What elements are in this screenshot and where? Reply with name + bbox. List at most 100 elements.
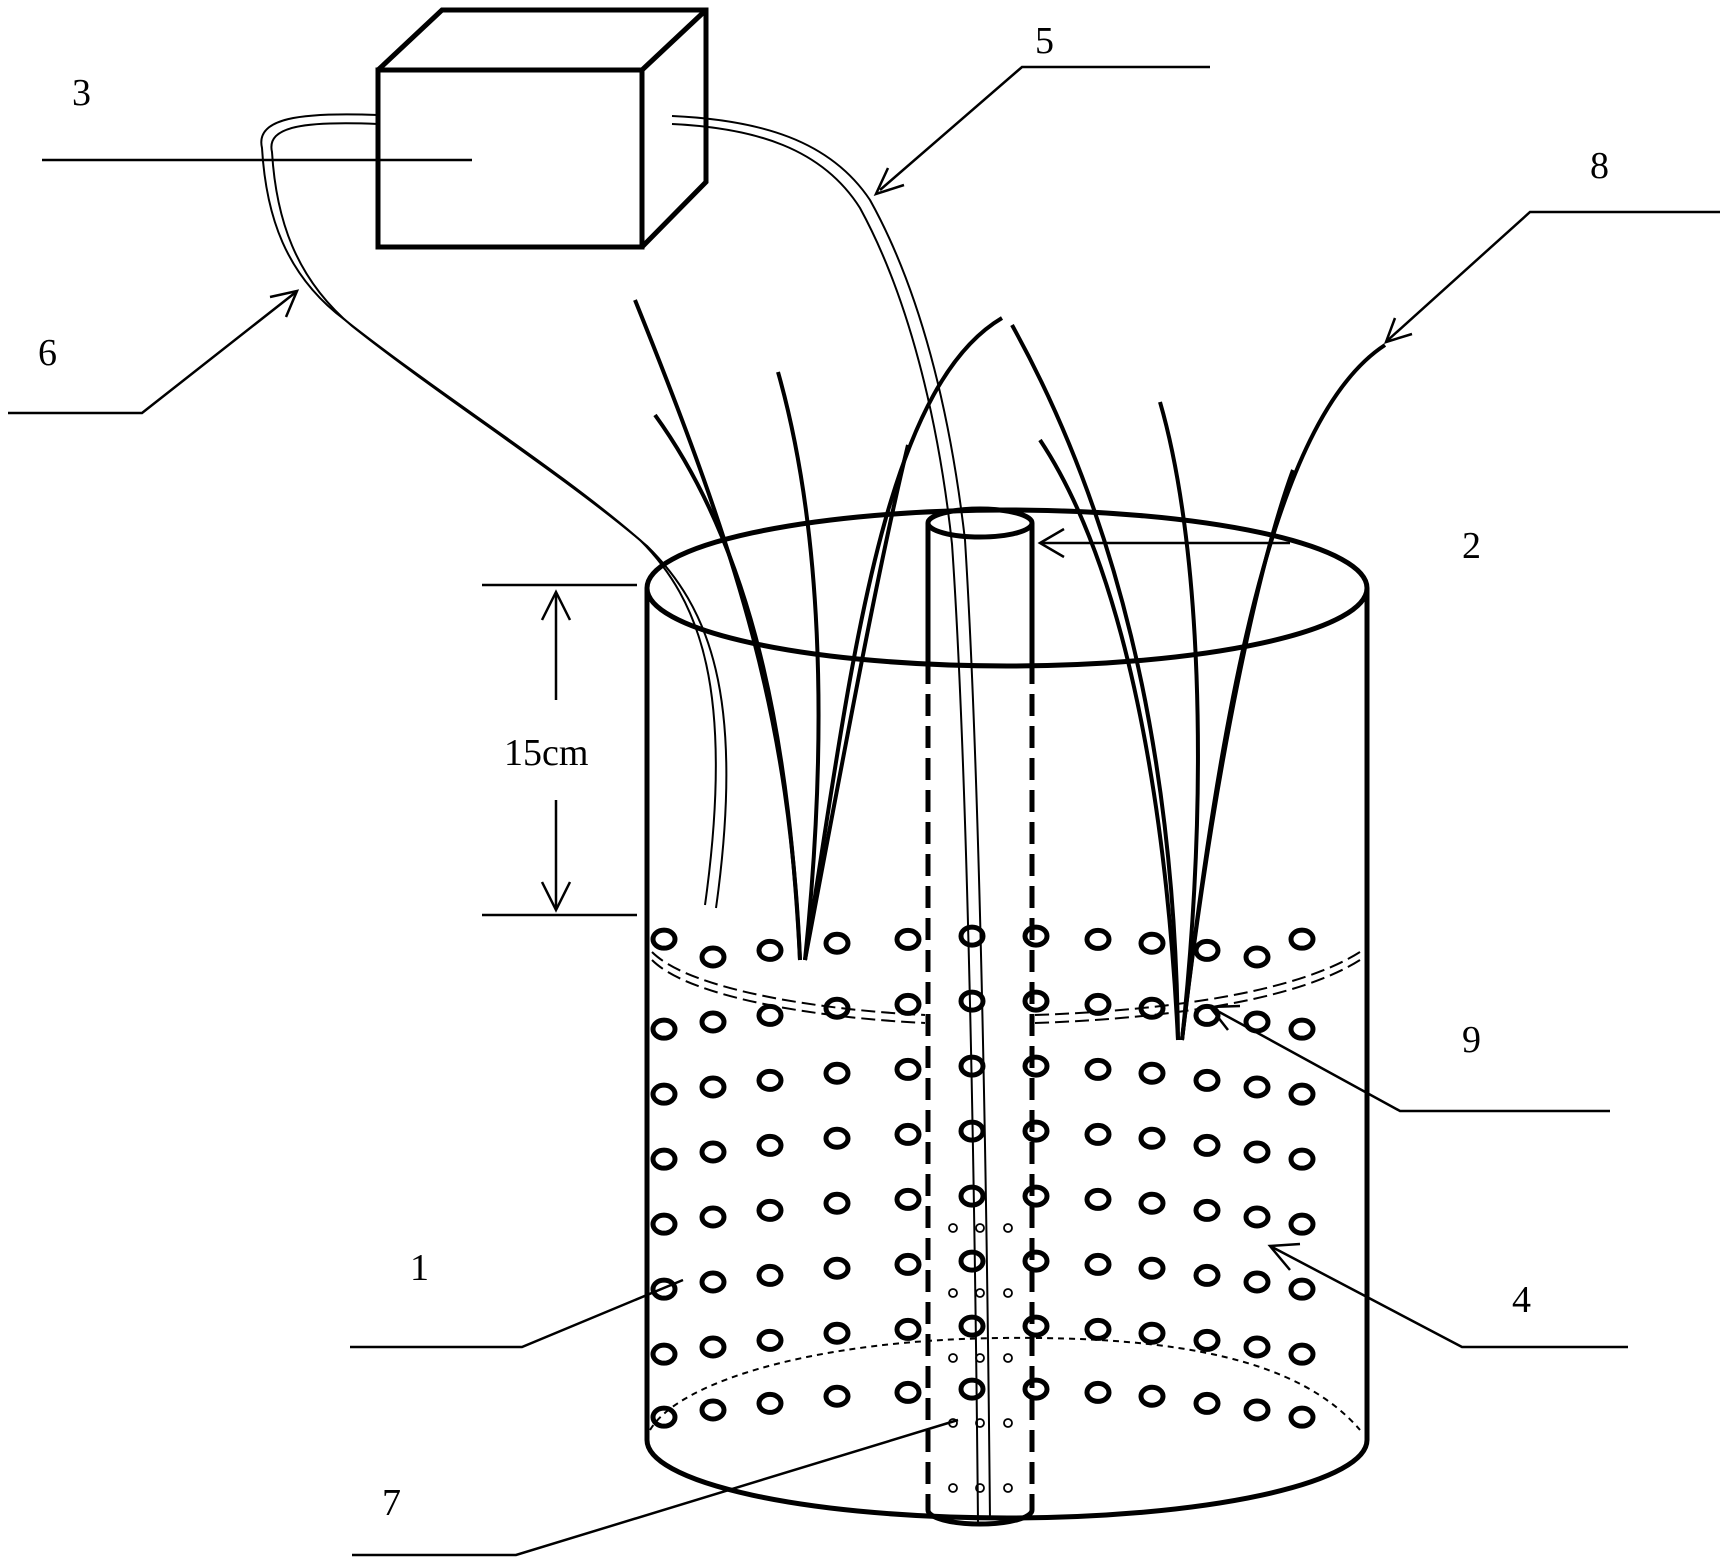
plant-left-leaf-4	[803, 444, 910, 961]
soil-particle	[1193, 938, 1221, 962]
soil-particle	[650, 927, 678, 951]
soil-particle	[699, 1205, 727, 1229]
soil-particle	[894, 1380, 922, 1404]
soil-particle	[958, 1377, 986, 1401]
soil-particle	[894, 1317, 922, 1341]
plant-left-leaf-2	[633, 299, 802, 961]
soil-particle	[823, 996, 851, 1020]
soil-surface	[651, 951, 1361, 1024]
soil-particle	[650, 1405, 678, 1429]
soil-particle	[1288, 1277, 1316, 1301]
tube-6-wall-b	[270, 122, 728, 909]
soil-particle	[756, 1263, 784, 1287]
pipe-perforation	[1003, 1418, 1013, 1428]
soil-surface-line-right-a	[1034, 951, 1361, 1016]
pipe-perforation	[948, 1288, 958, 1298]
soil-particle	[823, 1191, 851, 1215]
soil-particle	[1243, 1270, 1271, 1294]
soil-particle	[1288, 927, 1316, 951]
soil-particle	[1022, 1184, 1050, 1208]
soil-particle	[1193, 1391, 1221, 1415]
soil-particle	[1084, 1187, 1112, 1211]
soil-particle	[823, 931, 851, 955]
leader-5	[879, 65, 1210, 191]
pipe-perforation	[975, 1483, 985, 1493]
soil-particle	[1022, 1249, 1050, 1273]
control-box	[375, 7, 709, 250]
label-9: 9	[1462, 1019, 1481, 1061]
pipe-perforation	[975, 1223, 985, 1233]
soil-particle	[650, 1017, 678, 1041]
plant-right	[1010, 324, 1387, 1041]
leader-9-arrowhead	[1207, 1004, 1241, 1031]
soil-particle	[699, 945, 727, 969]
container	[644, 507, 1370, 1521]
soil-particle	[1193, 1133, 1221, 1157]
leader-6	[8, 291, 297, 415]
pipe-perforation	[948, 1353, 958, 1363]
soil-particle	[1138, 1061, 1166, 1085]
soil-particle	[1084, 1122, 1112, 1146]
center-pipe-top	[925, 506, 1035, 540]
soil-particle	[1243, 945, 1271, 969]
soil-particle	[1138, 1126, 1166, 1150]
inner-bottom-dotted	[649, 1336, 1361, 1431]
center-pipe-bottom	[925, 1509, 1035, 1527]
soil-particle	[958, 1119, 986, 1143]
pipe-perforation	[975, 1288, 985, 1298]
soil-particle	[1138, 1191, 1166, 1215]
tube-6	[260, 113, 728, 909]
container-bottom	[644, 1439, 1370, 1521]
soil-particle	[756, 1198, 784, 1222]
soil-particle	[1243, 1010, 1271, 1034]
leader-1	[350, 1278, 684, 1349]
soil-particle	[650, 1277, 678, 1301]
pipe-perforation	[1003, 1288, 1013, 1298]
pipe-perforation	[1003, 1483, 1013, 1493]
label-6: 6	[38, 332, 57, 374]
control-box-front	[375, 67, 645, 250]
plant-left-leaf-1	[653, 413, 802, 961]
soil-particle	[958, 924, 986, 948]
plant-left-leaf-3	[776, 371, 821, 961]
label-1: 1	[410, 1247, 429, 1289]
soil-particle	[894, 1057, 922, 1081]
soil-particle	[823, 1061, 851, 1085]
soil-particle	[1084, 1252, 1112, 1276]
pipe-perforation	[1003, 1353, 1013, 1363]
soil-particle	[1022, 989, 1050, 1013]
dimension-15cm	[482, 583, 637, 917]
soil-particle	[650, 1212, 678, 1236]
leader-9	[1211, 1006, 1610, 1113]
soil-particle	[1243, 1075, 1271, 1099]
leader-4	[1271, 1245, 1628, 1349]
soil-particle	[823, 1126, 851, 1150]
soil-particle	[1022, 1314, 1050, 1338]
soil-particle	[1084, 1317, 1112, 1341]
pipe-perforation	[975, 1353, 985, 1363]
leaders	[8, 65, 1720, 1557]
soil-particle	[1084, 1057, 1112, 1081]
pipe-perforation	[975, 1418, 985, 1428]
soil-particle	[823, 1321, 851, 1345]
soil-particle	[1084, 927, 1112, 951]
leader-8-arrowhead	[1383, 317, 1413, 344]
soil-particle	[894, 1252, 922, 1276]
control-box-edge	[640, 8, 708, 72]
soil-particle	[823, 1384, 851, 1408]
soil-particle	[650, 1147, 678, 1171]
soil-particle	[1243, 1398, 1271, 1422]
soil-particle	[1084, 1380, 1112, 1404]
soil-particle	[1288, 1212, 1316, 1236]
soil-particle	[1288, 1082, 1316, 1106]
soil-surface-line-left-a	[651, 951, 926, 1016]
pipe-perforation	[948, 1483, 958, 1493]
soil-particle	[1022, 1054, 1050, 1078]
control-box-top-side	[376, 7, 709, 249]
soil-particle	[1193, 1328, 1221, 1352]
soil-particle	[699, 1075, 727, 1099]
soil-particle	[650, 1082, 678, 1106]
soil-particle	[1193, 1068, 1221, 1092]
dimension-label: 15cm	[504, 732, 588, 774]
